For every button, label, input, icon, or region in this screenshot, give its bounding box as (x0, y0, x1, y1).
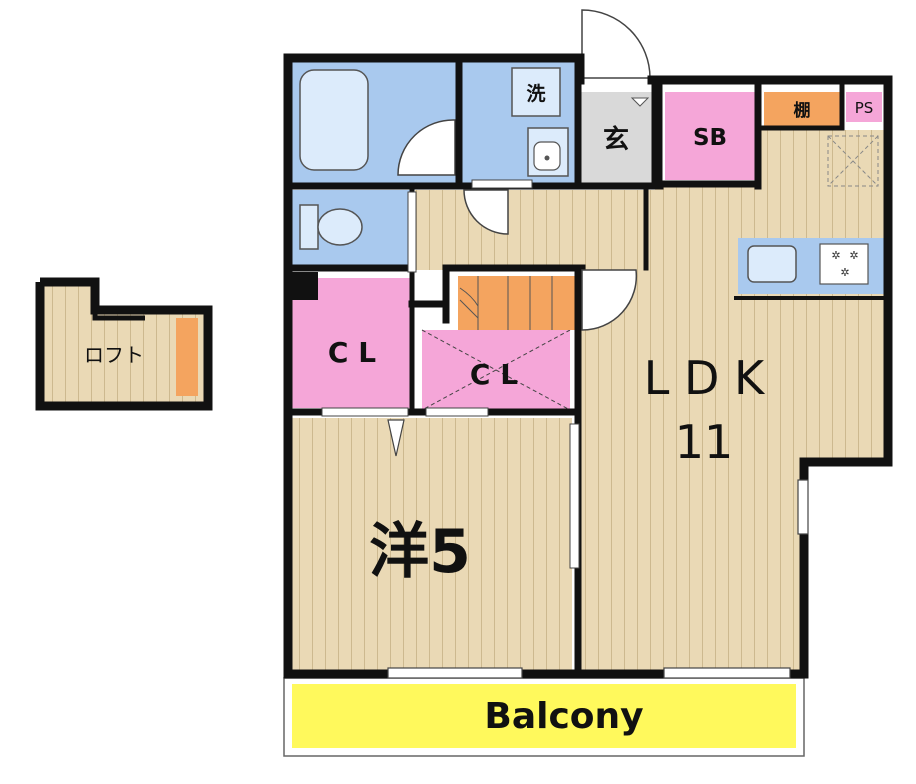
bathroom (292, 62, 457, 184)
refrigerator-space-icon (827, 135, 879, 187)
stove-icon (819, 243, 869, 285)
closet-center-label: C L (470, 358, 518, 391)
svg-text:✲: ✲ (849, 249, 858, 262)
window-side (797, 479, 809, 535)
window-ldk (663, 667, 791, 679)
toilet-bowl-icon (317, 208, 363, 246)
hall-door-icon (463, 189, 509, 235)
window-western (387, 667, 523, 679)
balcony: Balcony (283, 677, 805, 757)
walls (283, 53, 893, 679)
loft: ロフト (35, 277, 213, 411)
ldk-door-icon (581, 269, 638, 331)
bath-door-icon (397, 119, 456, 176)
laundry-label: 洗 (526, 82, 545, 105)
loft-ladder (176, 318, 198, 396)
closet-left-label: C L (328, 336, 376, 369)
shelf: 棚 (764, 92, 840, 126)
pipe-space: PS (846, 92, 882, 122)
washroom: 洗 (462, 62, 578, 184)
toilet-room (292, 190, 410, 265)
ldk-label: L D K (644, 351, 766, 405)
entrance-door-icon (581, 9, 651, 79)
shelf-label: 棚 (794, 100, 811, 121)
western-room-label: 洋5 (369, 517, 471, 587)
ldk-size: 11 (675, 415, 734, 469)
loft-label: ロフト (84, 343, 144, 367)
entrance-label: 玄 (603, 124, 629, 155)
bathtub-icon (299, 69, 369, 171)
kitchen-counter: ✲ ✲ ✲ (738, 238, 884, 294)
closet-center: C L (421, 329, 571, 411)
shoe-box-label: SB (693, 125, 727, 151)
sink-icon (747, 245, 797, 283)
hallway (415, 190, 650, 270)
svg-text:✲: ✲ (840, 266, 849, 279)
toilet-tank-icon (299, 204, 319, 250)
stairs (458, 276, 578, 330)
shoe-box: SB (665, 92, 755, 180)
entrance: 玄 (580, 92, 652, 184)
pipe-space-label: PS (855, 99, 874, 117)
balcony-label: Balcony (484, 696, 643, 737)
doors (321, 179, 809, 679)
washing-machine-icon (511, 67, 561, 117)
western-room-floor (292, 418, 572, 670)
svg-text:✲: ✲ (831, 249, 840, 262)
